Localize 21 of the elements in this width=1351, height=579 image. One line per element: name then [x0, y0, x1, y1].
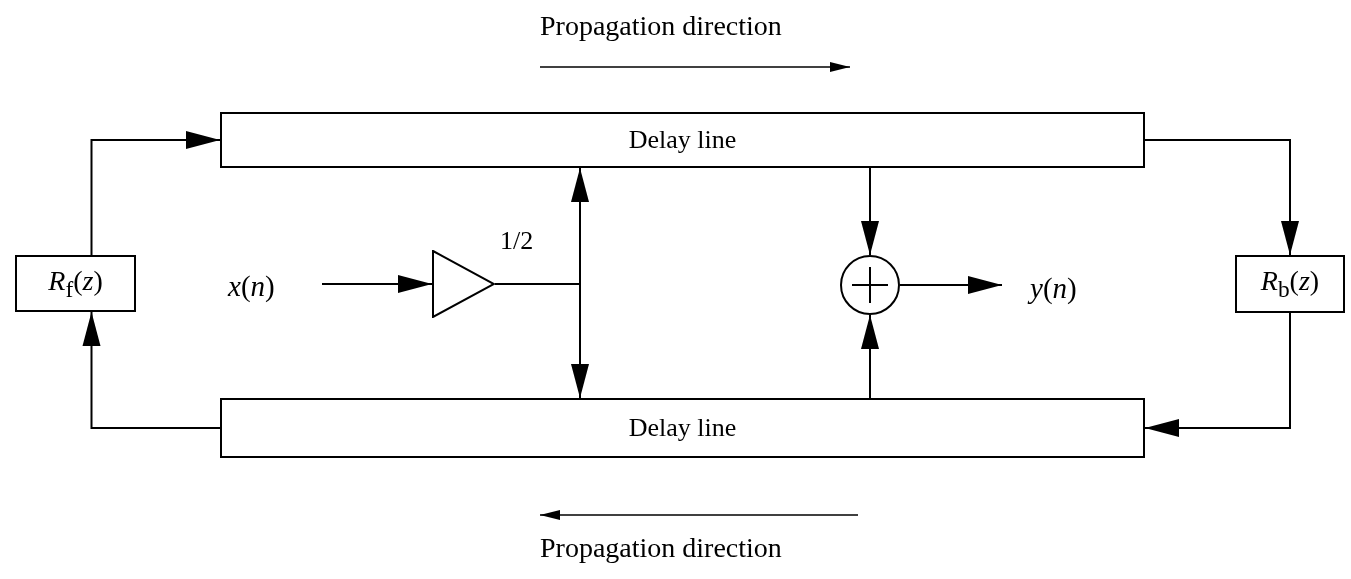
arrow [1144, 139, 1299, 256]
block-label: R$_{f}$(z) [48, 264, 103, 303]
block-label: Delay line [628, 125, 737, 155]
arrow [1144, 312, 1291, 437]
arrow [861, 167, 879, 256]
direction-label: Propagation direction [540, 534, 782, 562]
arrow [321, 275, 433, 293]
adder-circle [840, 255, 900, 315]
arrow [90, 131, 221, 256]
block-label: Delay line [628, 413, 737, 443]
signal-label: x(n) [228, 270, 275, 302]
block-label: R$_{b}$(z) [1260, 265, 1320, 303]
arrow [82, 311, 221, 429]
arrow [861, 314, 879, 399]
gain-label: 1/2 [500, 228, 534, 254]
arrow [494, 283, 589, 399]
direction-label: Propagation direction [540, 12, 782, 40]
filter-box [15, 255, 136, 312]
arrow [899, 276, 1003, 294]
filter-box [1235, 255, 1345, 313]
amplifier-triangle [432, 250, 495, 318]
